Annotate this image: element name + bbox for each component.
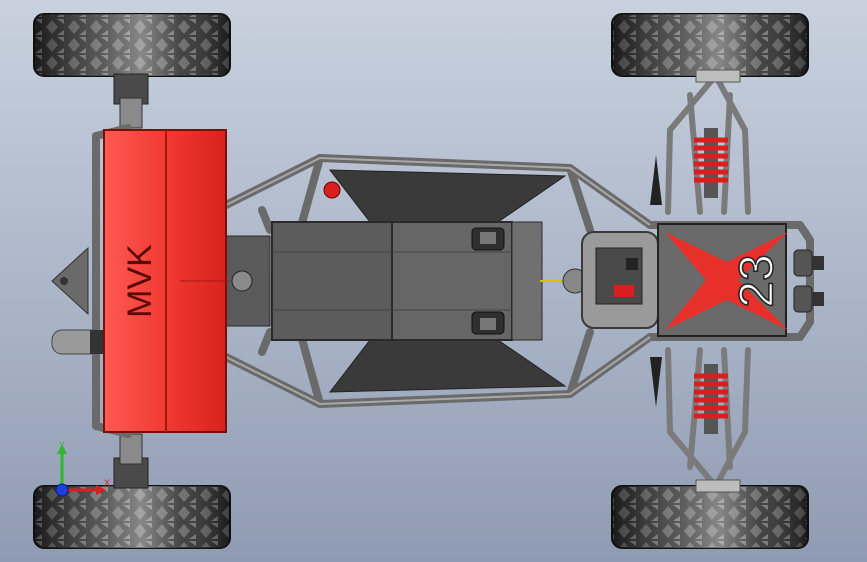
nose-panel: 23 [657, 223, 788, 337]
triad-x-label: X [104, 478, 110, 488]
pedal-top [471, 227, 505, 251]
rear-body-panel: MVK [103, 129, 230, 433]
rear-drivetrain [51, 235, 271, 355]
frame-tube-highlights [225, 156, 651, 406]
front-suspension-right [665, 347, 751, 493]
cockpit-floor [271, 221, 543, 341]
rear-panel-label: MVK [121, 244, 159, 318]
side-panel-left [328, 169, 567, 223]
tire-rear-left[interactable] [33, 13, 231, 77]
steering-assembly [540, 231, 659, 329]
rear-hub-right [113, 433, 149, 489]
front-bumper-mounts [793, 249, 824, 313]
race-number: 23 [731, 254, 784, 307]
triad-y-label: Y [59, 440, 65, 450]
rear-hub-left [113, 73, 149, 129]
tire-front-right[interactable] [611, 485, 809, 549]
tire-front-left[interactable] [611, 13, 809, 77]
coilover-spring-left [694, 128, 728, 198]
coilover-spring-right [694, 364, 728, 434]
side-panel-right [328, 339, 567, 393]
red-mount-left [323, 181, 341, 199]
steering-knuckle-left [650, 155, 662, 205]
steering-knuckle-right [650, 357, 662, 407]
tire-rear-right[interactable] [33, 485, 231, 549]
pedal-bottom [471, 311, 505, 335]
axis-triad: Y X [55, 440, 110, 497]
